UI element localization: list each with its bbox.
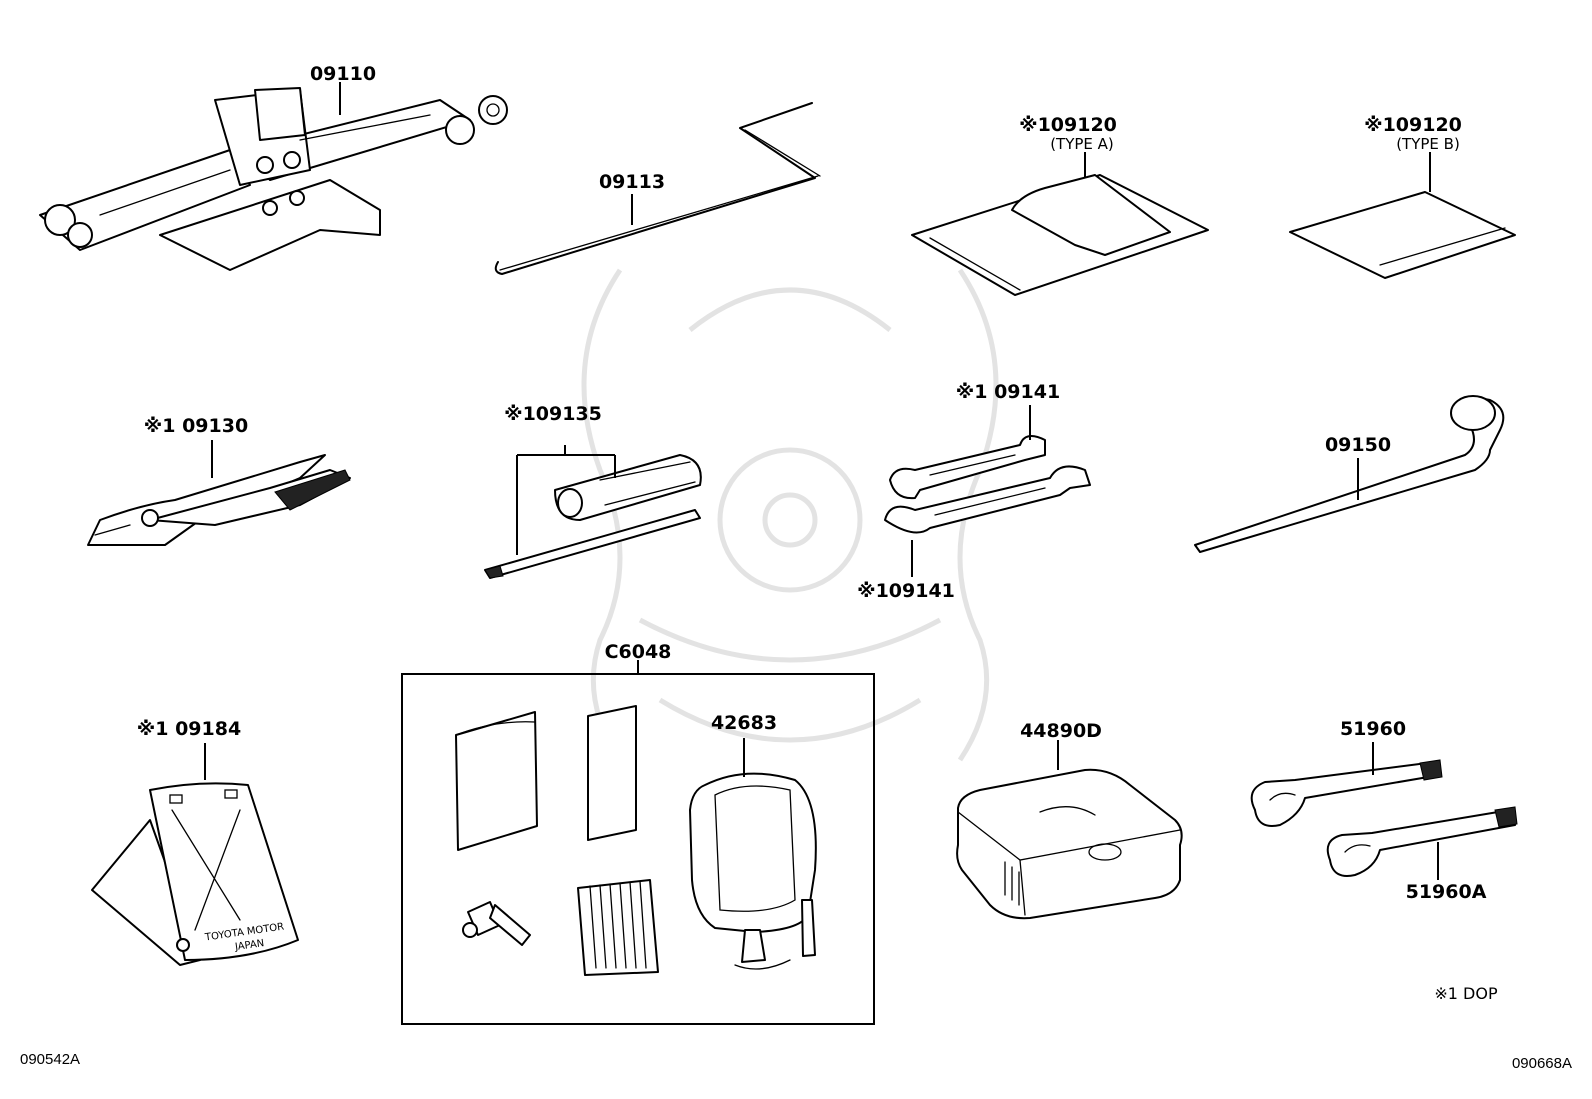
label-jack-handle: 09113 xyxy=(599,171,665,193)
open-end-wrenches xyxy=(884,405,1091,577)
label-wrench-bottom: ※109141 xyxy=(857,580,955,602)
screwdriver xyxy=(484,445,702,579)
tool-bag-type-b xyxy=(1289,152,1516,279)
label-pliers: ※1 09130 xyxy=(144,415,248,437)
pliers xyxy=(87,440,351,546)
label-tool-bag-a: ※109120 xyxy=(1019,114,1117,136)
diagram-code-left: 090542A xyxy=(20,1051,80,1068)
lug-wrench xyxy=(1194,395,1505,553)
tire-pump xyxy=(689,738,817,970)
label-wrench-top: ※1 09141 xyxy=(956,381,1060,403)
repair-kit-box xyxy=(401,660,875,1025)
sticker-stack xyxy=(577,879,659,976)
warning-triangle-stand: TOYOTA MOTOR JAPAN xyxy=(91,743,299,966)
label-pump: 42683 xyxy=(711,712,777,734)
label-triangle: ※1 09184 xyxy=(137,718,241,740)
plate-text-line2: JAPAN xyxy=(233,938,265,953)
diagram-code-right: 090668A xyxy=(1512,1055,1572,1072)
tool-bag-type-a xyxy=(911,152,1209,296)
label-case: 44890D xyxy=(1020,720,1102,742)
label-hook-a: 51960 xyxy=(1340,718,1406,740)
label-kit: C6048 xyxy=(605,641,672,663)
jack-handle xyxy=(494,102,821,275)
tow-hooks xyxy=(1250,742,1518,880)
label-jack: 09110 xyxy=(310,63,376,85)
label-hook-b: 51960A xyxy=(1406,881,1487,903)
scissor-jack xyxy=(39,82,508,271)
storage-case xyxy=(956,740,1183,920)
label-lug-wrench: 09150 xyxy=(1325,434,1391,456)
footnote-dop: ※1 DOP xyxy=(1434,984,1498,1003)
label-screwdriver: ※109135 xyxy=(504,403,602,425)
label-tool-bag-a-type: (TYPE A) xyxy=(1050,135,1114,153)
label-tool-bag-b-type: (TYPE B) xyxy=(1396,135,1460,153)
label-tool-bag-b: ※109120 xyxy=(1364,114,1462,136)
